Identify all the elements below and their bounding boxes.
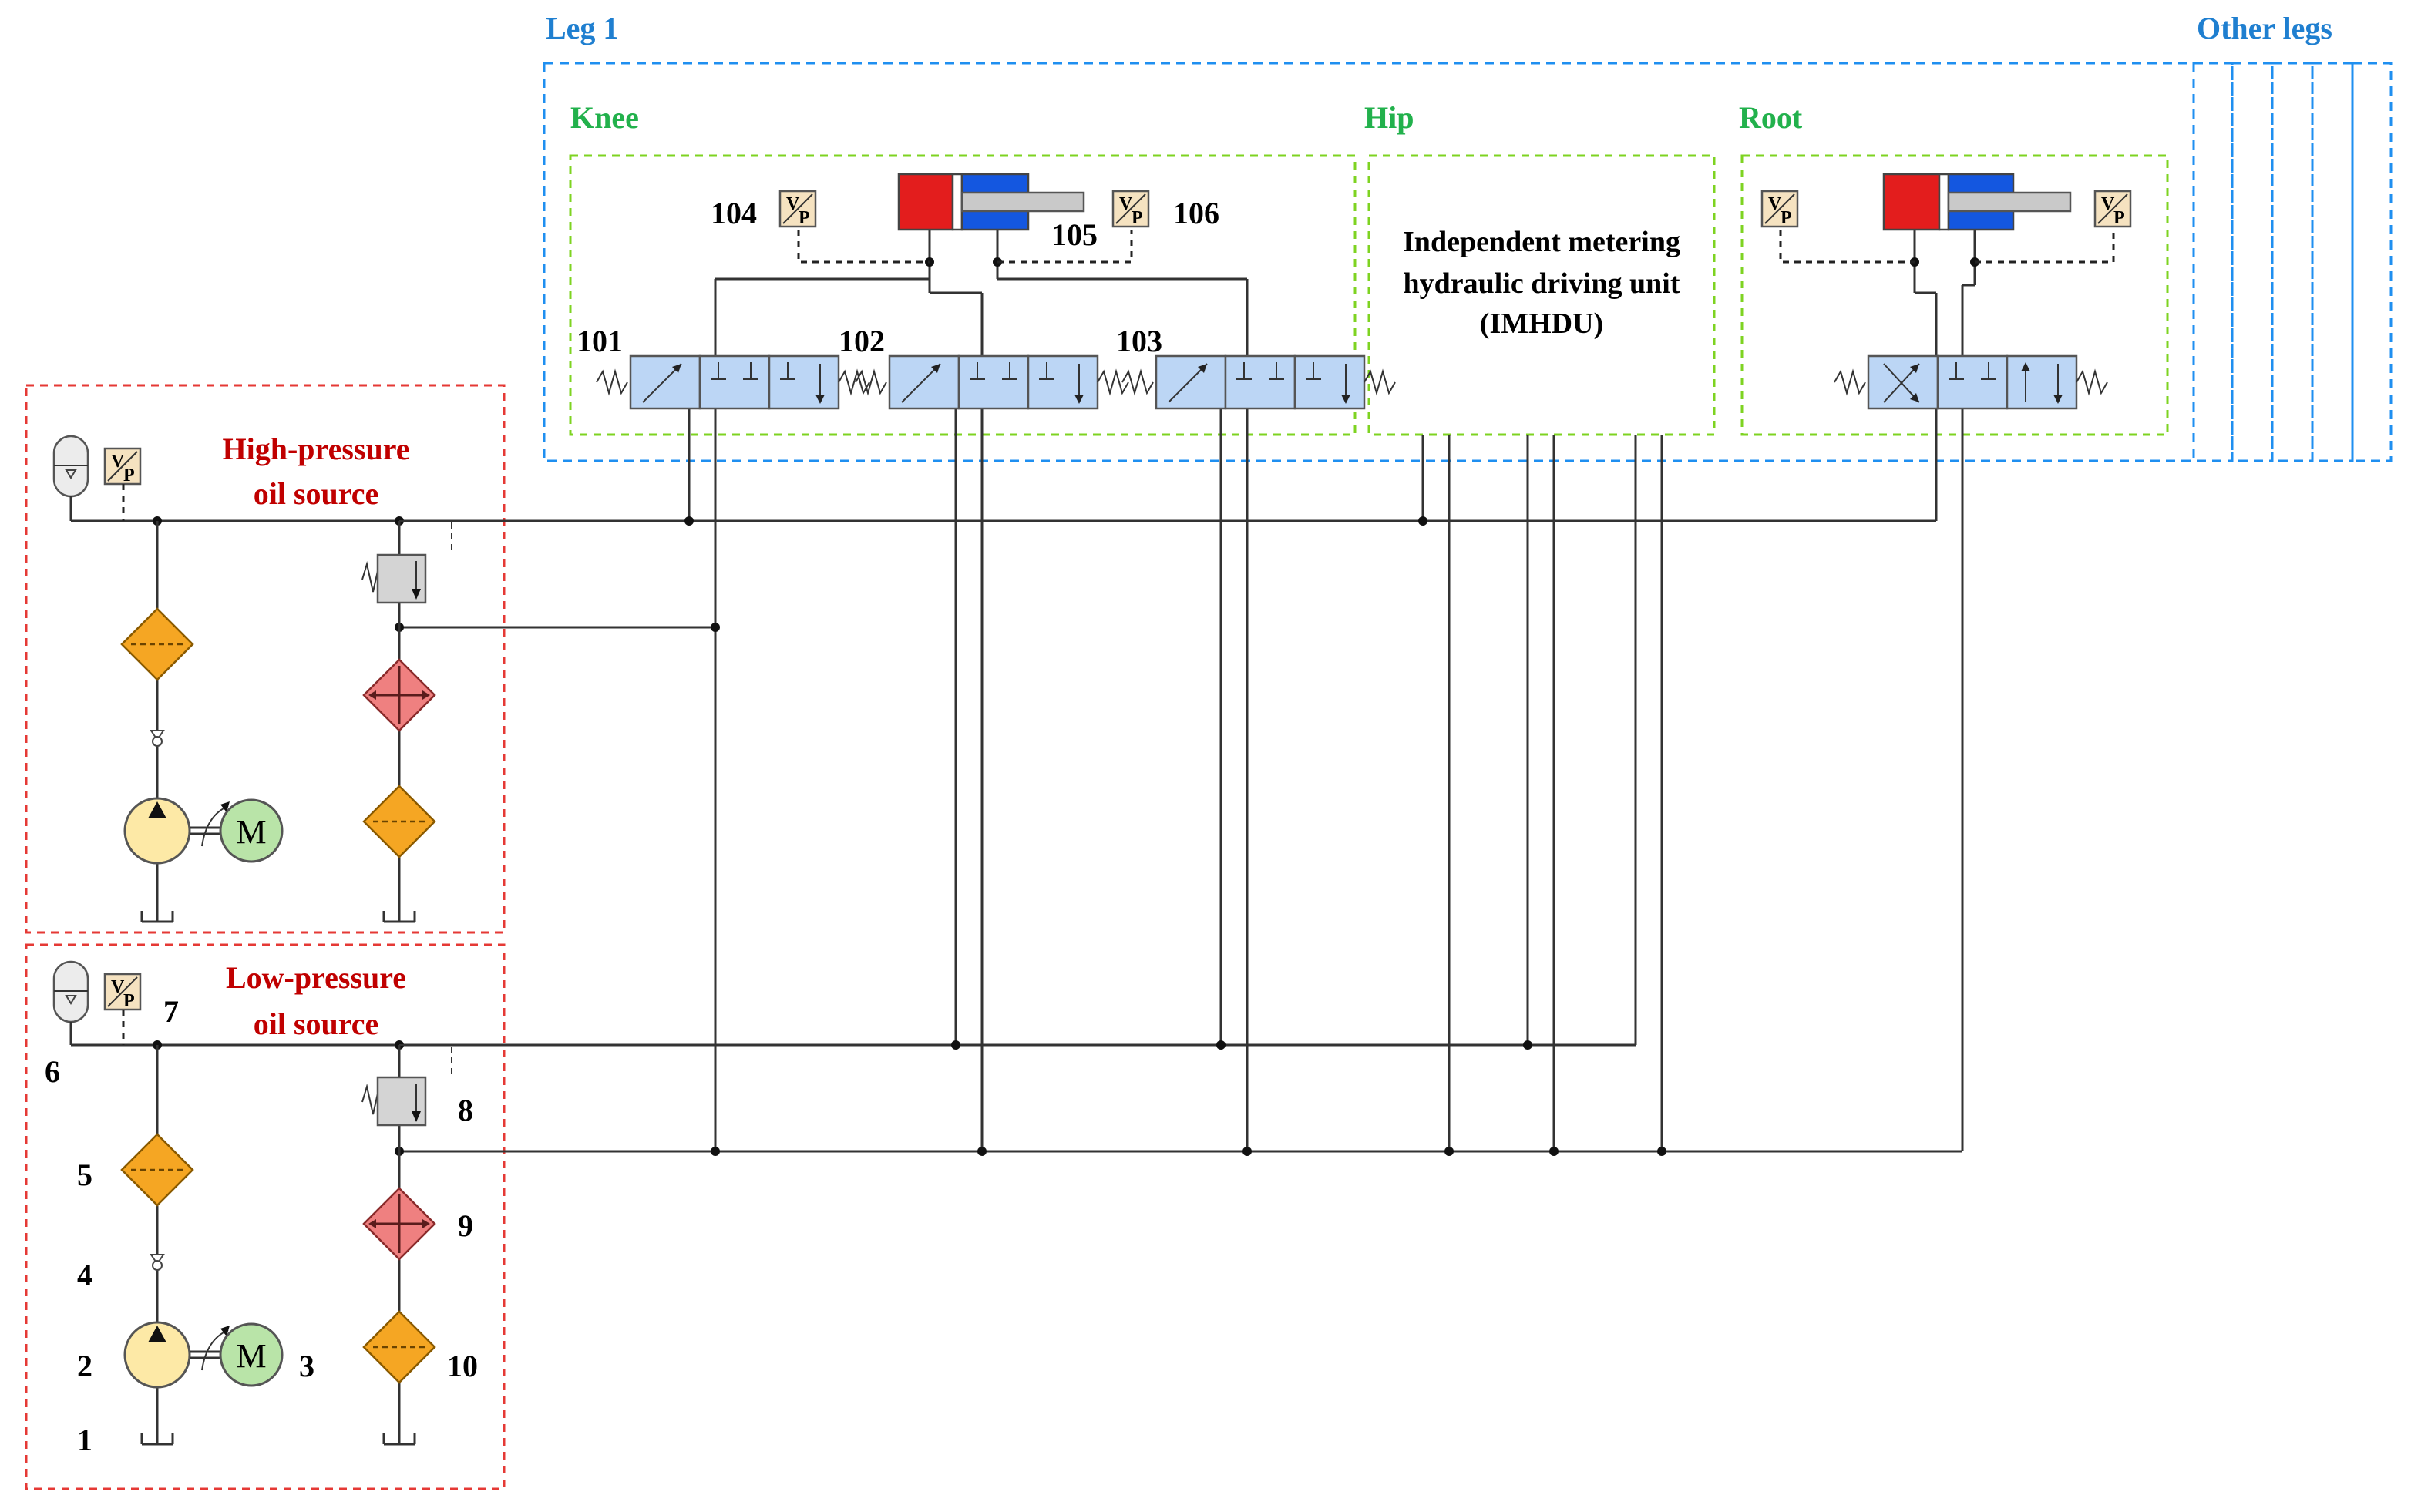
low-pressure-source-boundary bbox=[25, 943, 506, 1490]
relief-valve-8 bbox=[361, 1044, 452, 1127]
directional-valve-103 bbox=[1121, 354, 1396, 410]
svg-text:V: V bbox=[111, 452, 125, 472]
label-1: 1 bbox=[77, 1423, 92, 1457]
knee-boundary bbox=[569, 154, 1357, 436]
hip-label: Hip bbox=[1364, 100, 1414, 135]
other-legs-label: Other legs bbox=[2197, 11, 2332, 45]
svg-text:P: P bbox=[123, 991, 135, 1011]
svg-text:P: P bbox=[799, 208, 810, 228]
filter-5 bbox=[120, 1133, 194, 1207]
label-104: 104 bbox=[711, 196, 757, 230]
high-pressure-label-line1: High-pressure bbox=[223, 432, 410, 466]
filter-10 bbox=[362, 1310, 436, 1384]
pump-2 bbox=[123, 1321, 191, 1389]
svg-text:P: P bbox=[1781, 208, 1792, 228]
accumulator-high bbox=[52, 435, 89, 521]
svg-text:P: P bbox=[2113, 208, 2125, 228]
imhdu-text-line1: Independent metering bbox=[1403, 226, 1680, 258]
label-106: 106 bbox=[1173, 196, 1219, 230]
knee-cylinder bbox=[897, 173, 1085, 231]
cooler-high bbox=[362, 658, 436, 732]
label-6: 6 bbox=[45, 1054, 60, 1089]
other-leg-boundary bbox=[2271, 62, 2314, 462]
pressure-sensor-high: V P bbox=[103, 447, 142, 486]
check-valve-4 bbox=[150, 1254, 165, 1271]
svg-text:P: P bbox=[123, 465, 135, 486]
pump-high bbox=[123, 797, 191, 865]
directional-valve-root bbox=[1834, 354, 2108, 410]
imhdu-text-line2: hydraulic driving unit bbox=[1404, 267, 1680, 300]
root-label: Root bbox=[1739, 100, 1803, 135]
label-103: 103 bbox=[1116, 324, 1162, 358]
label-3: 3 bbox=[299, 1349, 314, 1383]
svg-text:M: M bbox=[236, 813, 266, 851]
label-9: 9 bbox=[458, 1208, 473, 1243]
label-5: 5 bbox=[77, 1158, 92, 1192]
label-105: 105 bbox=[1051, 217, 1098, 252]
low-pressure-label-line2: oil source bbox=[254, 1006, 379, 1041]
check-valve-high bbox=[150, 730, 165, 747]
pressure-sensor-7: V P bbox=[103, 973, 142, 1011]
leg1-boundary bbox=[543, 62, 2195, 462]
leg1-label: Leg 1 bbox=[546, 11, 618, 45]
svg-text:V: V bbox=[1119, 194, 1133, 214]
label-7: 7 bbox=[163, 994, 179, 1029]
filter-high-1 bbox=[120, 607, 194, 681]
other-leg-boundary bbox=[2231, 62, 2274, 462]
label-4: 4 bbox=[77, 1258, 92, 1292]
svg-text:P: P bbox=[1132, 208, 1143, 228]
low-pressure-label-line1: Low-pressure bbox=[226, 960, 406, 995]
directional-valve-102 bbox=[855, 354, 1129, 410]
filter-high-2 bbox=[362, 785, 436, 858]
accumulator-6 bbox=[52, 960, 89, 1045]
label-10: 10 bbox=[447, 1349, 478, 1383]
relief-valve-high bbox=[361, 520, 452, 604]
pressure-sensor-root-a: V P bbox=[1760, 190, 1799, 228]
root-cylinder bbox=[1882, 173, 2072, 231]
pressure-sensor-root-b: V P bbox=[2093, 190, 2132, 228]
motor-high: M bbox=[219, 798, 284, 863]
label-2: 2 bbox=[77, 1349, 92, 1383]
high-pressure-label-line2: oil source bbox=[254, 476, 379, 511]
label-101: 101 bbox=[577, 324, 623, 358]
knee-label: Knee bbox=[570, 100, 639, 135]
svg-text:V: V bbox=[786, 194, 800, 214]
svg-text:M: M bbox=[236, 1337, 266, 1375]
svg-text:V: V bbox=[2101, 194, 2115, 214]
svg-text:V: V bbox=[111, 977, 125, 997]
cooler-9 bbox=[362, 1187, 436, 1261]
label-102: 102 bbox=[839, 324, 885, 358]
motor-3: M bbox=[219, 1322, 284, 1387]
high-pressure-source-boundary bbox=[25, 384, 506, 934]
hip-boundary bbox=[1367, 154, 1716, 436]
other-leg-boundary bbox=[2192, 62, 2234, 462]
other-leg-boundary bbox=[2351, 62, 2393, 462]
imhdu-text-line3: (IMHDU) bbox=[1480, 307, 1603, 340]
pressure-sensor-105: V P bbox=[1111, 190, 1150, 228]
other-leg-boundary bbox=[2311, 62, 2354, 462]
root-boundary bbox=[1740, 154, 2169, 436]
label-8: 8 bbox=[458, 1093, 473, 1127]
svg-text:V: V bbox=[1768, 194, 1782, 214]
pressure-sensor-104: V P bbox=[778, 190, 817, 228]
directional-valve-101 bbox=[596, 354, 870, 410]
